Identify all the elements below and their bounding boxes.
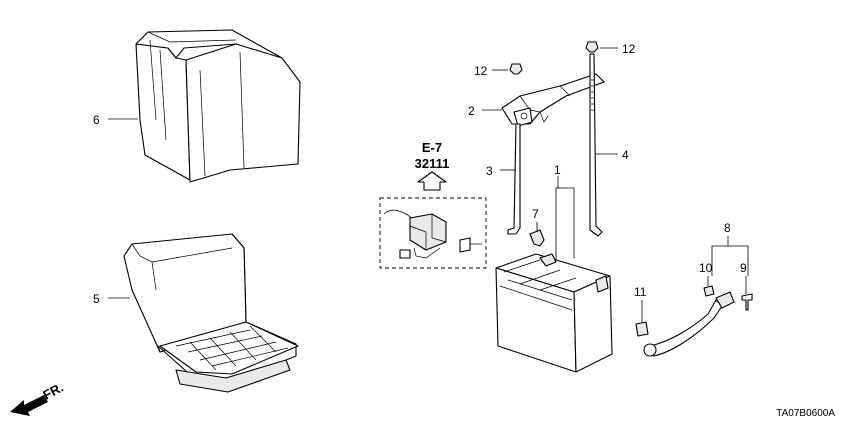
callout-12-right: 12 (622, 42, 636, 56)
setting-bolt-right (589, 53, 603, 237)
callout-7: 7 (532, 207, 539, 221)
battery-tray (123, 233, 299, 393)
reference-section[interactable]: E-7 (422, 140, 442, 155)
flange-nut-right (585, 41, 599, 53)
battery-box-cover (135, 29, 301, 183)
terminal-cap (529, 229, 545, 247)
callout-12-left: 12 (474, 64, 488, 78)
callout-4: 4 (622, 148, 629, 162)
callout-1: 1 (554, 163, 561, 177)
callout-10: 10 (699, 261, 713, 275)
callout-5: 5 (93, 292, 100, 306)
flange-nut-left (509, 63, 523, 75)
callout-8: 8 (724, 221, 731, 235)
diagram-code: TA07B0600A (776, 408, 835, 419)
callout-2: 2 (468, 104, 475, 118)
callout-6: 6 (93, 113, 100, 127)
reference-detail-box (379, 197, 487, 269)
cable-clamp-detail (383, 209, 482, 259)
callout-3: 3 (486, 164, 493, 178)
reference-arrow-icon (417, 171, 447, 191)
ground-nut (703, 285, 715, 297)
setting-bolt-left (507, 123, 521, 235)
callout-9: 9 (740, 261, 747, 275)
reference-part-number[interactable]: 32111 (415, 156, 450, 171)
callout-11: 11 (634, 285, 647, 299)
battery-setting-plate (501, 73, 605, 127)
front-direction-arrow-icon (10, 395, 48, 416)
terminal-bolt (635, 321, 649, 337)
battery (495, 253, 613, 373)
ground-cable (643, 291, 735, 357)
ground-bolt (741, 293, 753, 311)
